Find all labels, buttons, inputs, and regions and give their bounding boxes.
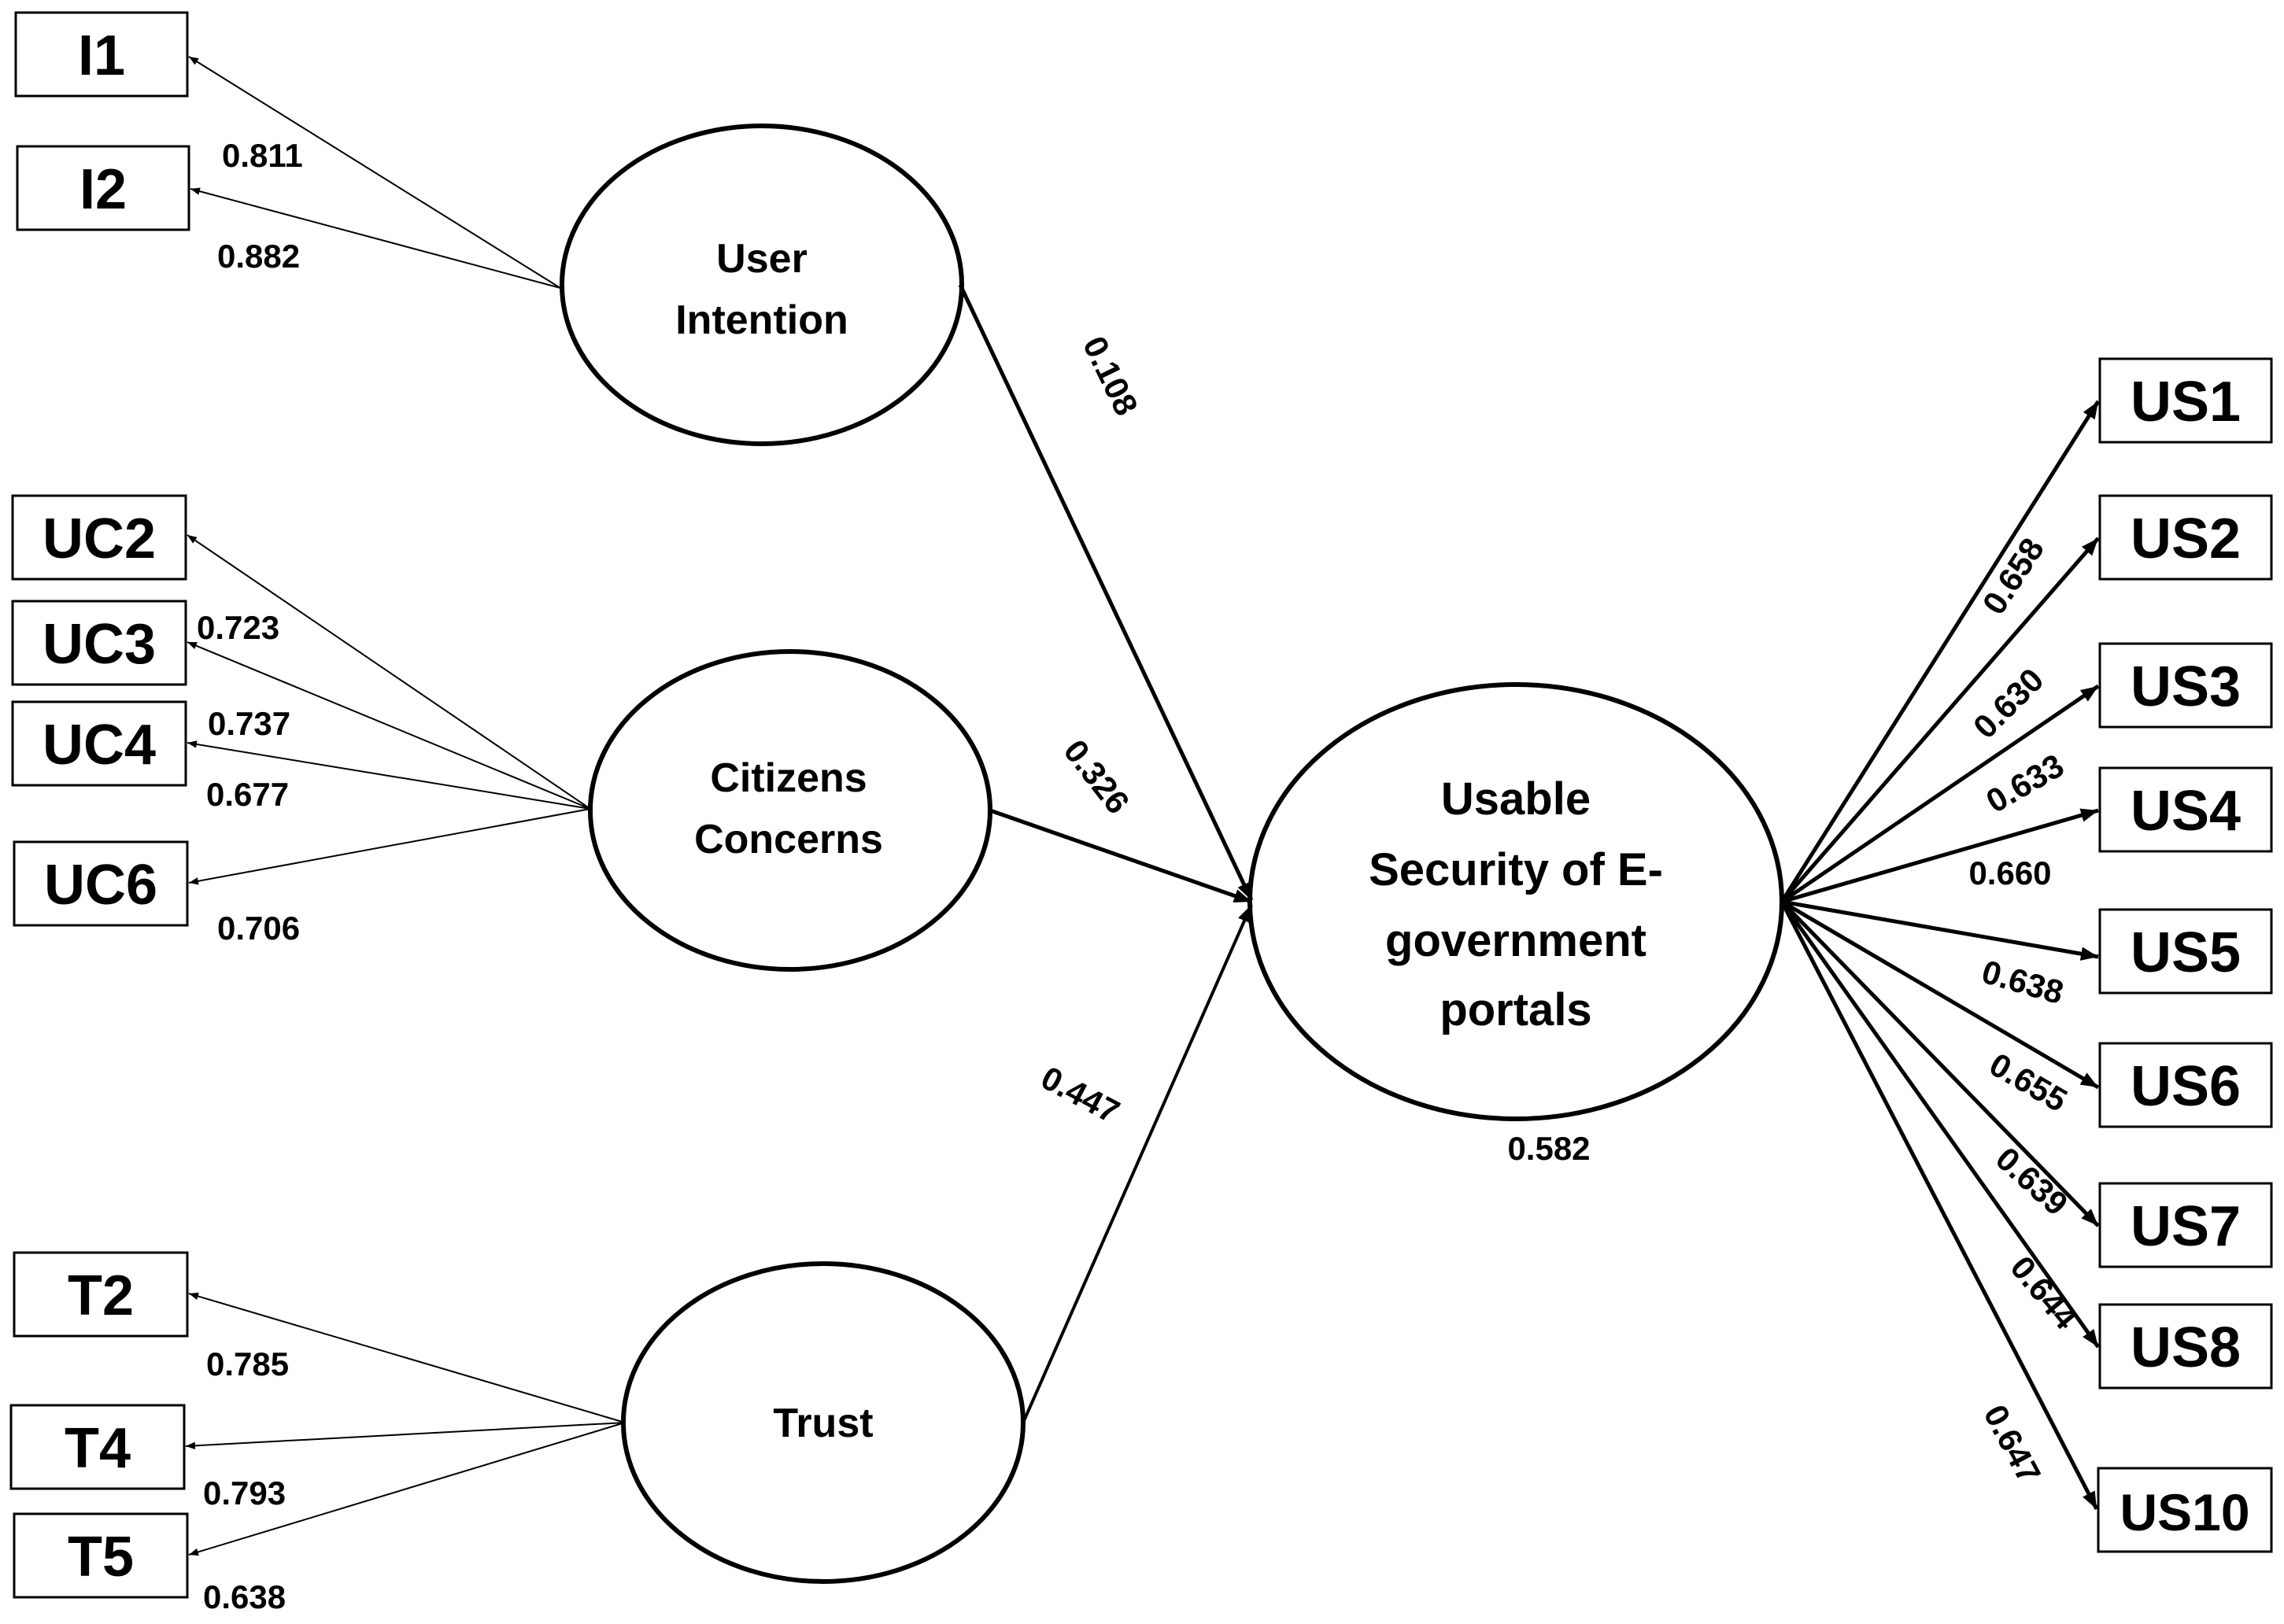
path-arrow-tr-us [1022, 904, 1253, 1423]
indicator-box-US7: US7 [2098, 1182, 2273, 1268]
svg-text:Security of E-: Security of E- [1369, 844, 1663, 895]
loading-label-US4: 0.660 [1968, 854, 2051, 891]
construct-trust: Trust [621, 1261, 1026, 1584]
loading-label-US8: 0.644 [2003, 1249, 2085, 1336]
svg-text:government: government [1385, 915, 1646, 966]
loading-arrow-I2 [190, 187, 561, 289]
loading-arrow-US1 [1780, 400, 2101, 903]
loading-label-I1: 0.811 [222, 137, 303, 174]
svg-text:T2: T2 [68, 1264, 134, 1327]
r-squared-value: 0.582 [1507, 1130, 1590, 1167]
loading-arrow-US8 [1780, 900, 2101, 1349]
svg-text:US4: US4 [2131, 780, 2241, 843]
loading-label-T2: 0.785 [206, 1345, 289, 1382]
loading-arrow-US6 [1780, 899, 2100, 1090]
loading-label-T5: 0.638 [203, 1578, 286, 1615]
indicator-box-US2: US2 [2098, 494, 2273, 581]
svg-text:US5: US5 [2131, 921, 2241, 984]
indicator-box-US3: US3 [2098, 642, 2273, 729]
loading-arrow-US2 [1780, 537, 2100, 903]
indicator-box-US8: US8 [2098, 1303, 2273, 1390]
svg-text:I1: I1 [78, 24, 125, 87]
svg-text:Concerns: Concerns [694, 817, 883, 862]
loading-arrow-US4 [1781, 808, 2099, 904]
path-arrow-ui-us [958, 283, 1254, 902]
indicator-box-UC4: UC4 [11, 700, 187, 787]
svg-text:UC4: UC4 [43, 714, 156, 777]
indicator-box-I2: I2 [16, 145, 190, 231]
loading-arrow-UC3 [187, 641, 591, 810]
loading-label-UC3: 0.737 [208, 705, 290, 742]
svg-text:US10: US10 [2120, 1483, 2249, 1541]
loading-arrow-T4 [185, 1422, 626, 1450]
svg-text:T4: T4 [65, 1417, 131, 1480]
loading-arrow-UC6 [188, 808, 591, 885]
svg-text:UC2: UC2 [43, 507, 156, 570]
svg-text:Intention: Intention [675, 297, 848, 343]
path-arrow-cc-us [989, 808, 1252, 904]
indicator-box-US5: US5 [2098, 908, 2273, 995]
indicator-box-UC6: UC6 [13, 840, 189, 927]
indicator-box-T2: T2 [13, 1251, 189, 1338]
construct-citizens-concerns: Citizens Concerns [588, 649, 992, 972]
loading-arrow-US7 [1780, 900, 2100, 1227]
loading-arrow-T2 [188, 1292, 626, 1423]
construct-user-intention: User Intention [560, 124, 964, 446]
loading-arrow-US5 [1781, 899, 2099, 961]
indicator-box-T5: T5 [13, 1512, 189, 1599]
loading-arrow-US3 [1780, 684, 2100, 904]
indicator-box-UC3: UC3 [11, 600, 187, 686]
svg-text:User: User [716, 236, 808, 282]
svg-text:US2: US2 [2131, 507, 2241, 570]
svg-text:Usable: Usable [1441, 773, 1591, 825]
svg-text:Citizens: Citizens [710, 755, 867, 801]
loading-label-T4: 0.793 [203, 1475, 286, 1511]
svg-text:Trust: Trust [773, 1401, 873, 1446]
indicator-box-US6: US6 [2098, 1042, 2273, 1128]
loading-label-I2: 0.882 [217, 238, 300, 275]
indicator-box-T4: T4 [9, 1404, 186, 1490]
svg-text:US7: US7 [2131, 1195, 2241, 1258]
construct-usable-security: Usable Security of E- government portals [1247, 682, 1784, 1121]
loading-label-US10: 0.647 [1976, 1399, 2048, 1489]
indicator-box-UC2: UC2 [11, 494, 187, 581]
loading-arrow-UC2 [187, 534, 591, 810]
loading-arrow-UC4 [187, 740, 591, 810]
loading-label-UC2: 0.723 [197, 609, 279, 646]
loading-arrow-I1 [188, 56, 561, 289]
loading-label-UC4: 0.677 [206, 776, 289, 813]
svg-text:UC6: UC6 [44, 854, 157, 917]
svg-text:US6: US6 [2131, 1055, 2241, 1118]
svg-text:US3: US3 [2131, 655, 2241, 718]
loading-arrow-US10 [1780, 900, 2099, 1511]
indicator-box-I1: I1 [14, 11, 189, 98]
path-label-cc-us: 0.326 [1057, 733, 1137, 821]
svg-text:I2: I2 [79, 158, 127, 221]
loading-label-US6: 0.655 [1983, 1046, 2074, 1119]
svg-text:T5: T5 [68, 1526, 134, 1589]
indicator-box-US4: US4 [2098, 766, 2273, 853]
indicator-box-US10: US10 [2097, 1467, 2273, 1553]
svg-text:portals: portals [1440, 984, 1591, 1035]
loading-label-US5: 0.638 [1978, 953, 2068, 1011]
loading-label-UC6: 0.706 [217, 910, 300, 947]
indicator-box-US1: US1 [2098, 357, 2273, 444]
svg-text:US1: US1 [2131, 371, 2241, 434]
loading-arrow-T5 [188, 1422, 626, 1556]
svg-text:US8: US8 [2131, 1316, 2241, 1379]
path-label-ui-us: 0.108 [1076, 330, 1145, 421]
svg-text:UC3: UC3 [43, 613, 156, 676]
path-label-tr-us: 0.447 [1035, 1059, 1125, 1131]
